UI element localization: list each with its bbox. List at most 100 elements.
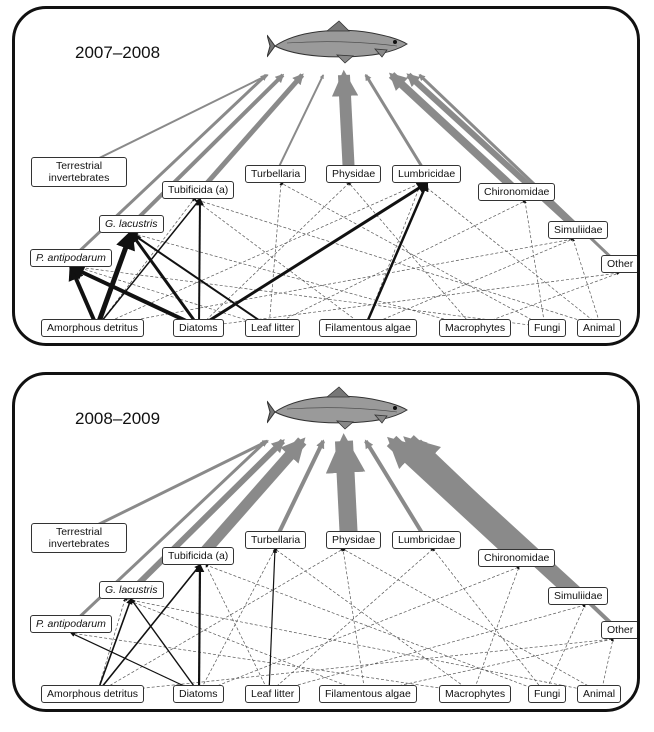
weak-trophic-link [76,266,270,328]
strong-trophic-link [129,232,270,328]
node-fungi: Fungi [528,685,567,703]
weak-trophic-link [198,182,350,328]
weak-trophic-link [96,637,614,694]
strong-trophic-link [94,229,135,328]
strong-trophic-link [96,198,201,328]
weak-trophic-link [96,182,422,328]
node-tubificida: Tubificida (a) [162,547,235,565]
weak-trophic-link [600,638,614,694]
node-macrophytes: Macrophytes [439,685,512,703]
node-lumbricidae: Lumbricidae [392,531,462,549]
weak-trophic-link [432,548,546,694]
link-to-fish [402,435,585,603]
link-to-fish [195,437,307,561]
strong-trophic-link [129,231,201,328]
node-terrestrial-invertebrates: Terrestrial invertebrates [31,523,127,553]
node-filamentous-algae: Filamentous algae [319,319,417,337]
weak-trophic-link [124,598,366,694]
strong-trophic-link [198,181,430,329]
node-physidae: Physidae [326,165,382,183]
weak-trophic-link [348,182,474,328]
node-p-antipodarum: P. antipodarum [30,615,112,633]
weak-trophic-link [130,232,474,328]
node-animal: Animal [577,685,622,703]
strong-trophic-link [195,563,205,694]
strong-trophic-link [68,265,200,329]
strong-trophic-link [195,197,204,328]
weak-trophic-link [268,200,526,328]
node-g-lacustris: G. lacustris [99,581,164,599]
strong-trophic-link [363,181,429,328]
node-chironomidae: Chironomidae [478,549,556,567]
link-to-fish [406,72,582,234]
weak-trophic-link [268,182,283,328]
node-simuliidae: Simuliidae [548,221,609,239]
weak-trophic-link [341,548,366,694]
weak-trophic-link [96,198,195,328]
link-to-fish [364,439,429,543]
weak-trophic-link [268,604,586,694]
weak-trophic-link [193,198,366,328]
strong-trophic-link [96,564,201,694]
strong-trophic-link [70,632,200,694]
node-tubificida: Tubificida (a) [162,181,235,199]
node-diatoms: Diatoms [173,319,224,337]
weak-trophic-link [268,548,434,694]
link-to-fish [129,73,285,227]
node-turbellaria: Turbellaria [245,531,307,549]
food-web-links [68,69,621,329]
weak-trophic-link [96,548,344,694]
node-amorphous-detritus: Amorphous detritus [41,319,145,337]
node-simuliidae: Simuliidae [548,587,609,605]
weak-trophic-link [124,598,602,694]
link-to-fish [388,72,522,196]
link-to-fish [128,438,286,594]
link-to-fish [76,439,269,537]
year-label: 2008–2009 [75,409,161,428]
weak-trophic-link [76,265,546,328]
node-amorphous-detritus: Amorphous detritus [41,685,145,703]
node-p-antipodarum: P. antipodarum [30,249,112,267]
weak-trophic-link [198,566,520,694]
node-physidae: Physidae [326,531,382,549]
node-turbellaria: Turbellaria [245,165,307,183]
node-fungi: Fungi [528,319,567,337]
weak-trophic-link [364,238,574,328]
weak-trophic-link [205,564,270,694]
weak-trophic-link [70,631,474,694]
strong-trophic-link [268,548,278,694]
weak-trophic-link [205,564,546,694]
weak-trophic-link [420,182,602,328]
trout-fish-icon [266,385,417,440]
node-lumbricidae: Lumbricidae [392,165,462,183]
food-web-panel-2007-2008: 2007–2008 Terrestrial invertebrates Tubi… [12,6,640,346]
weak-trophic-link [96,238,574,328]
link-to-fish [274,74,325,176]
weak-trophic-link [572,238,602,328]
strong-trophic-link [130,598,200,694]
weak-trophic-link [198,271,620,328]
weak-trophic-link [280,182,546,328]
weak-trophic-link [544,604,586,694]
trout-fish-icon [266,19,417,74]
weak-trophic-link [274,548,474,694]
node-diatoms: Diatoms [173,685,224,703]
weak-trophic-link [472,566,520,694]
link-to-fish [364,73,429,176]
weak-trophic-link [193,198,602,328]
link-to-fish [325,433,366,542]
weak-trophic-link [342,548,602,694]
link-to-fish [331,69,359,176]
node-g-lacustris: G. lacustris [99,215,164,233]
food-web-panel-2008-2009: 2008–2009 Terrestrial invertebrates Tubi… [12,372,640,712]
food-web-links [69,433,621,694]
node-other: Other [601,621,637,639]
weak-trophic-link [472,272,620,328]
link-to-fish [76,74,269,170]
node-macrophytes: Macrophytes [439,319,512,337]
node-filamentous-algae: Filamentous algae [319,685,417,703]
node-leaf-litter: Leaf litter [245,685,301,703]
weak-trophic-link [523,200,546,328]
strong-trophic-link [96,597,133,694]
node-other: Other [601,255,637,273]
